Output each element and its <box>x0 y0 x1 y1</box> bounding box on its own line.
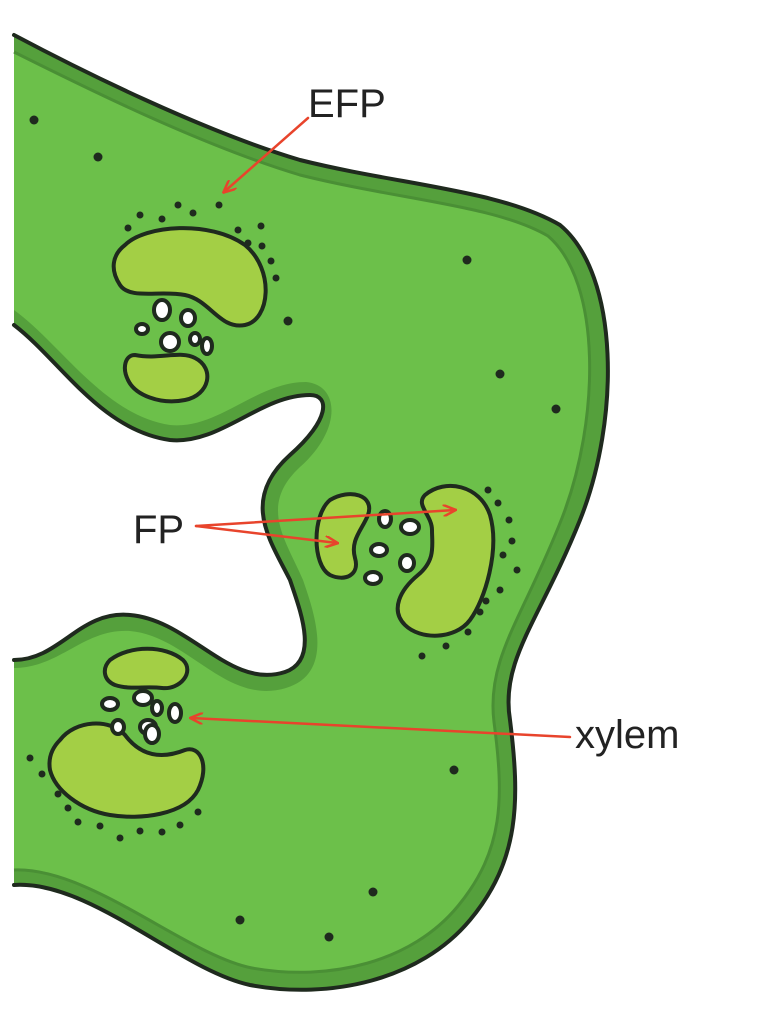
label-efp: EFP <box>308 82 386 126</box>
fiber-dots-middle <box>418 486 521 660</box>
fp-arrow-upper <box>194 510 455 528</box>
phloem-top-large <box>111 226 268 328</box>
stem-tissue <box>12 33 610 992</box>
phloem-middle-large <box>395 484 496 638</box>
phloem-top-small <box>122 352 210 404</box>
label-fp: FP <box>133 508 184 552</box>
fiber-dots-top <box>124 201 280 282</box>
xylem-vessels-top <box>134 298 214 356</box>
xylem-arrow <box>191 718 572 739</box>
label-xylem: xylem <box>575 713 679 757</box>
phloem-bottom-small <box>102 646 190 691</box>
vascular-bundle-top <box>111 201 280 404</box>
xylem-vessels-bottom <box>100 689 183 745</box>
inner-band-line <box>13 50 592 974</box>
phloem-bottom-large <box>47 721 206 819</box>
fiber-dots-bottom <box>26 754 202 842</box>
tissue-outline <box>12 33 610 992</box>
vascular-bundle-bottom <box>26 646 206 842</box>
fp-arrow-lower <box>194 524 337 543</box>
vascular-bundle-middle <box>314 484 521 660</box>
efp-arrow <box>224 116 310 192</box>
annotation-arrows <box>191 116 572 739</box>
tissue-dots <box>29 115 561 942</box>
